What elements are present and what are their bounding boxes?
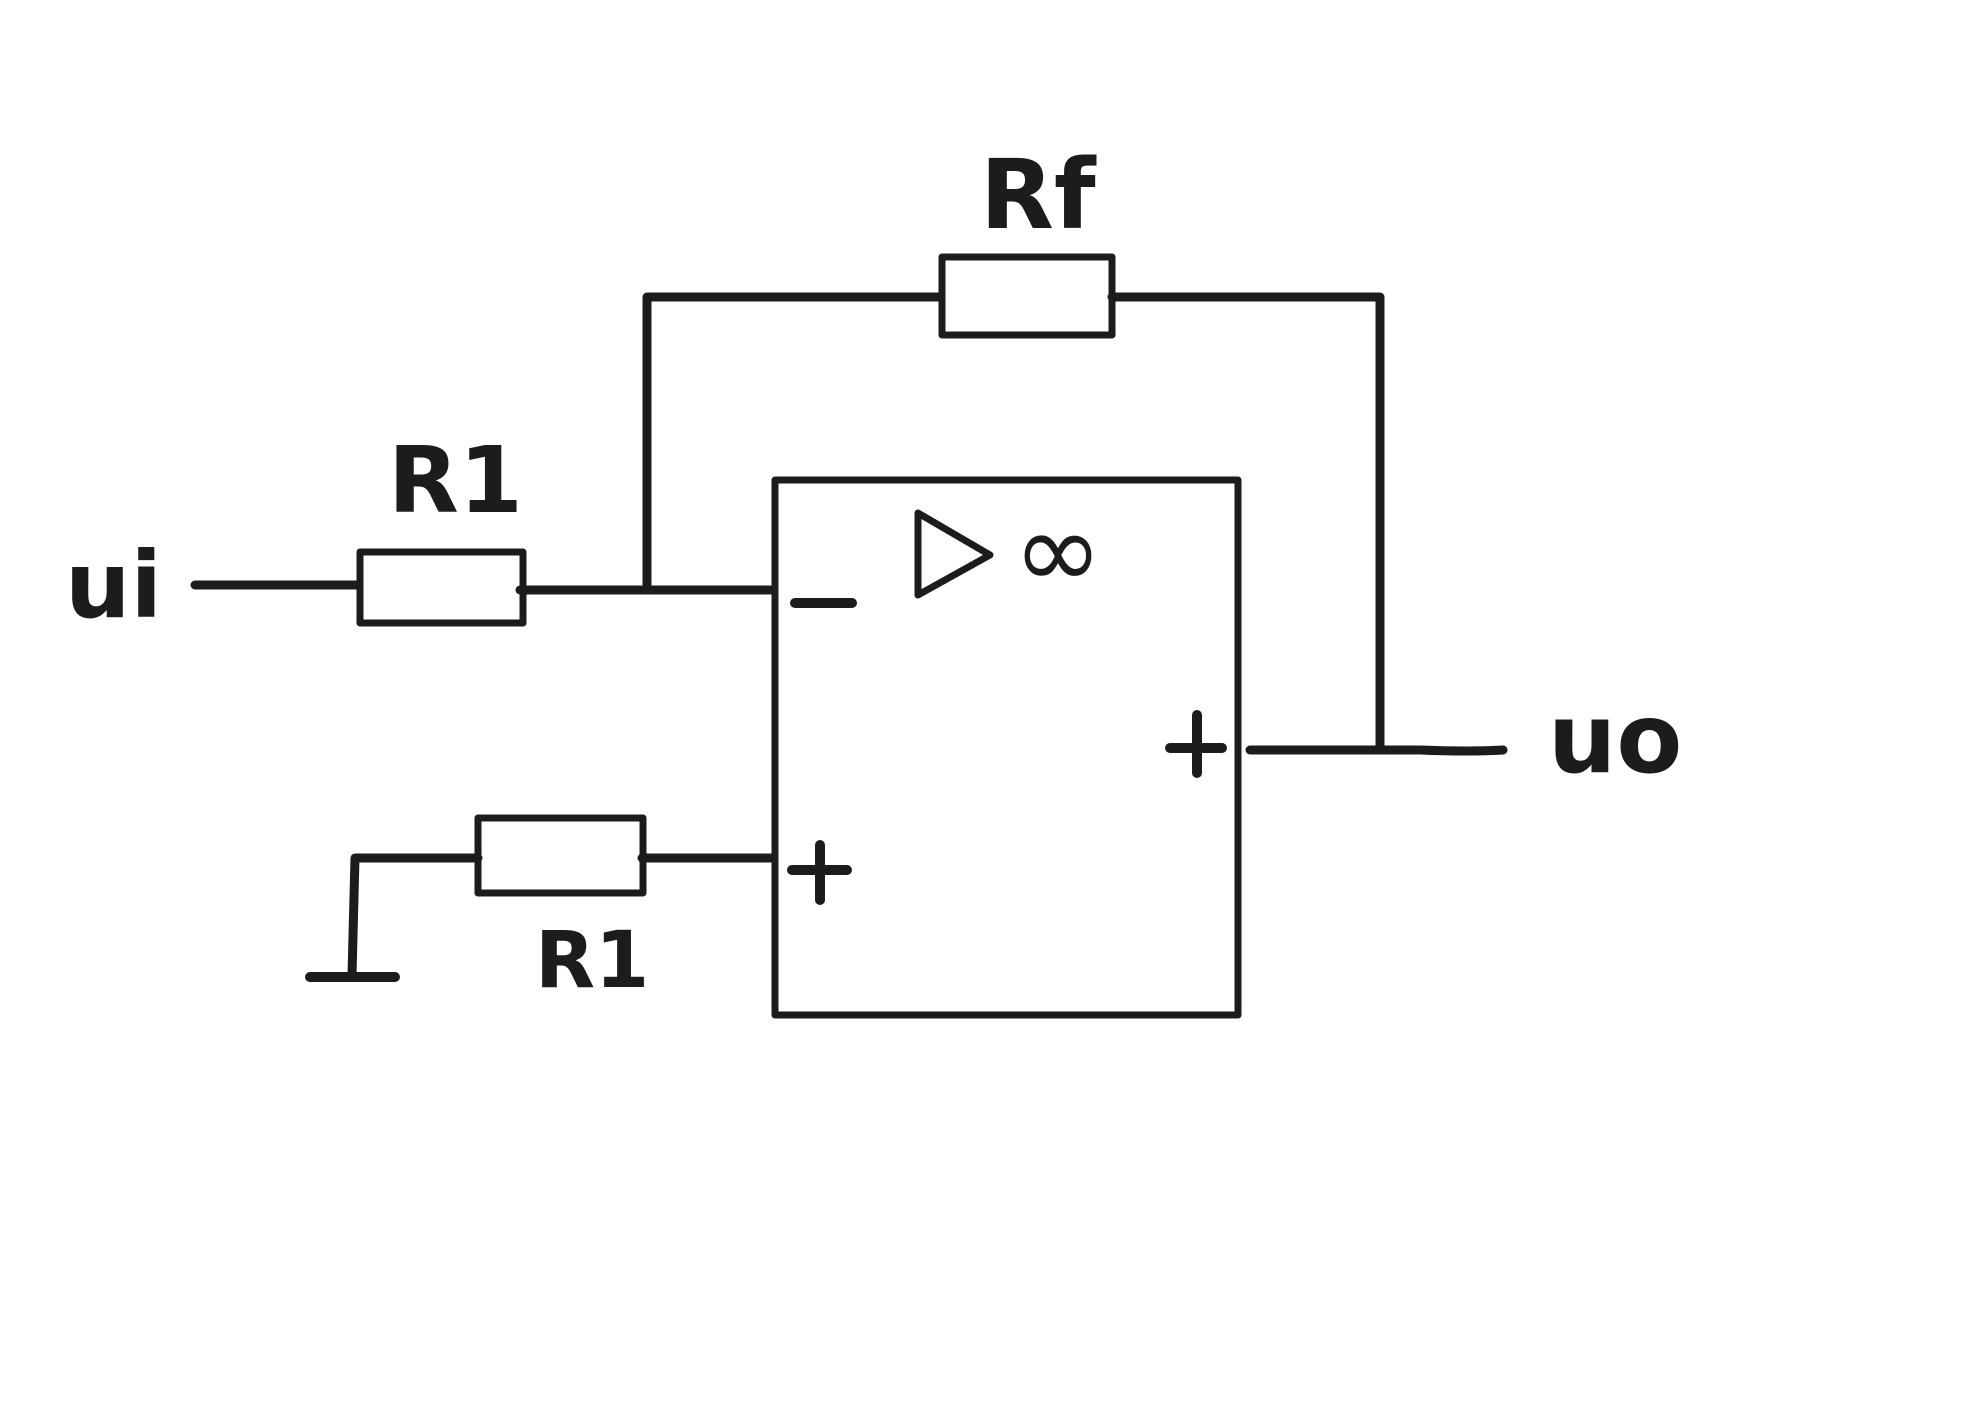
feedback-wire-left [642,292,945,590]
input-resistor [356,548,527,627]
output-sign [1165,710,1227,778]
output-voltage-label: uo [1548,683,1682,795]
ground-resistor [474,814,647,897]
opamp-body [771,476,1242,1019]
gain-symbol: ∞ [1013,489,1103,614]
output-wire [1245,745,1508,756]
input-resistor-label: R1 [388,427,523,534]
ground-wire [347,853,483,980]
amplifier-triangle-icon [914,509,994,599]
ground-resistor-label: R1 [535,916,649,1006]
feedback-wire-right [1107,292,1385,750]
noninverting-input-sign [787,840,852,905]
feedback-resistor [938,253,1116,339]
feedback-resistor-label: Rf [980,139,1097,251]
input-voltage-label: ui [65,532,162,639]
